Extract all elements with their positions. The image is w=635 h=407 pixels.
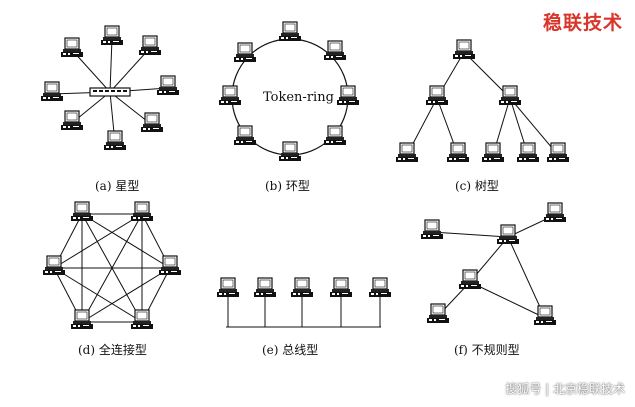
computer-icon bbox=[453, 39, 475, 59]
computer-icon bbox=[61, 110, 83, 130]
computer-icon bbox=[482, 142, 504, 162]
mesh-link bbox=[81, 267, 171, 323]
tree-link bbox=[509, 97, 559, 156]
computer-icon bbox=[43, 255, 65, 275]
computer-icon bbox=[544, 202, 566, 222]
computer-icon bbox=[219, 85, 241, 105]
computer-icon bbox=[324, 40, 346, 60]
irregular-link bbox=[431, 231, 509, 238]
irregular-link bbox=[507, 236, 546, 319]
computer-icon bbox=[131, 309, 153, 329]
caption-star: (a) 星型 bbox=[95, 179, 140, 193]
computer-icon bbox=[427, 303, 449, 323]
irregular-link bbox=[469, 281, 546, 319]
computer-icon bbox=[279, 141, 301, 161]
caption-ring: (b) 环型 bbox=[265, 179, 310, 193]
caption-bus: (e) 总线型 bbox=[262, 343, 319, 357]
watermark: 搜狐号 | 北京稳联技术 bbox=[505, 382, 625, 396]
mesh-link bbox=[81, 213, 171, 269]
computer-icon bbox=[369, 277, 391, 297]
computer-icon bbox=[447, 142, 469, 162]
computer-icon bbox=[104, 130, 126, 150]
computer-icon bbox=[396, 142, 418, 162]
mesh-link bbox=[53, 267, 143, 323]
computer-icon bbox=[254, 277, 276, 297]
token-ring-label: Token-ring bbox=[263, 90, 334, 105]
computer-icon bbox=[141, 112, 163, 132]
computer-icon bbox=[101, 25, 123, 45]
computer-icon bbox=[234, 125, 256, 145]
computer-icon bbox=[421, 219, 443, 239]
brand-logo-text: 稳联技术 bbox=[542, 12, 623, 34]
hub-icon bbox=[89, 87, 131, 97]
mesh-link bbox=[53, 213, 143, 269]
computer-icon bbox=[71, 309, 93, 329]
computer-icon bbox=[324, 125, 346, 145]
computer-icon bbox=[517, 142, 539, 162]
star-link bbox=[109, 37, 113, 93]
computer-icon bbox=[139, 35, 161, 55]
computer-icon bbox=[534, 305, 556, 325]
computer-icon bbox=[71, 201, 93, 221]
computer-icon bbox=[159, 255, 181, 275]
computer-icon bbox=[547, 142, 569, 162]
computer-icon bbox=[217, 277, 239, 297]
computer-icon bbox=[41, 81, 63, 101]
computer-icon bbox=[279, 21, 301, 41]
computer-icon bbox=[497, 224, 519, 244]
computer-icon bbox=[157, 75, 179, 95]
caption-irregular: (f) 不规则型 bbox=[454, 343, 520, 357]
computer-icon bbox=[291, 277, 313, 297]
computer-icon bbox=[234, 42, 256, 62]
computer-icon bbox=[61, 37, 83, 57]
caption-tree: (c) 树型 bbox=[455, 179, 499, 193]
computer-icon bbox=[426, 85, 448, 105]
caption-mesh: (d) 全连接型 bbox=[78, 343, 147, 357]
computer-icon bbox=[337, 85, 359, 105]
star-link bbox=[109, 47, 151, 93]
computer-icon bbox=[330, 277, 352, 297]
computer-icon bbox=[499, 85, 521, 105]
computer-icon bbox=[459, 269, 481, 289]
tree-link bbox=[463, 51, 511, 99]
computer-icon bbox=[131, 201, 153, 221]
